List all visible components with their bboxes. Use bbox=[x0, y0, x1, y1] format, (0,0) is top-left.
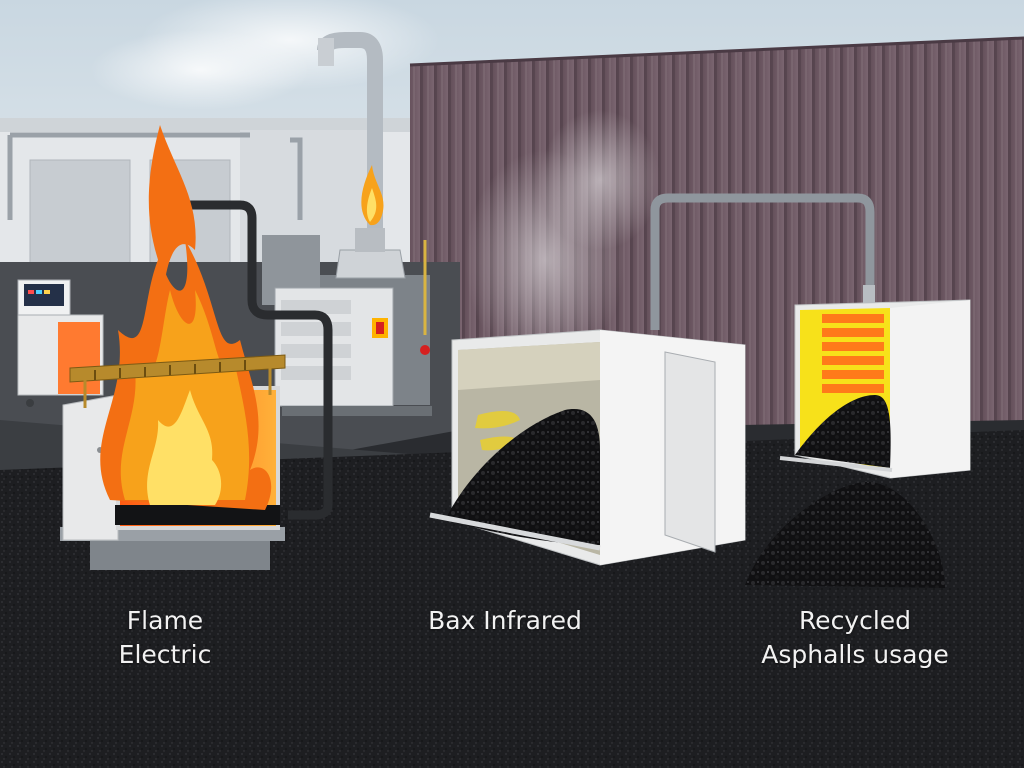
heating-element bbox=[822, 314, 884, 393]
grill-grate bbox=[69, 354, 286, 408]
control-kiosk bbox=[17, 279, 104, 407]
caption-recycled: Recycled Asphalls usage bbox=[745, 604, 965, 672]
caption-center-line1: Bax Infrared bbox=[428, 606, 582, 635]
exhaust-chimney bbox=[317, 32, 383, 235]
fuel-pipe bbox=[185, 200, 333, 520]
caption-right-line2: Asphalls usage bbox=[761, 640, 949, 669]
infrared-door bbox=[664, 351, 716, 553]
chimney-flame-icon bbox=[361, 165, 384, 226]
recycled-asphalt-mound bbox=[745, 481, 945, 588]
caption-left-line1: Flame bbox=[126, 606, 204, 635]
caption-left-line2: Electric bbox=[118, 640, 212, 669]
caption-infrared: Bax Infrared bbox=[400, 604, 610, 638]
flame-icon bbox=[100, 125, 272, 510]
caption-right-line1: Recycled bbox=[798, 606, 912, 635]
warehouse-building bbox=[0, 118, 420, 348]
asphalt-pile bbox=[445, 409, 600, 545]
heating-machine bbox=[262, 228, 432, 416]
recycled-unit-pipe bbox=[650, 193, 875, 330]
caption-flame-electric: Flame Electric bbox=[95, 604, 235, 672]
infrared-heater-unit bbox=[429, 329, 746, 566]
kiosk-screen bbox=[24, 284, 64, 306]
recycled-heater-unit bbox=[779, 285, 971, 479]
